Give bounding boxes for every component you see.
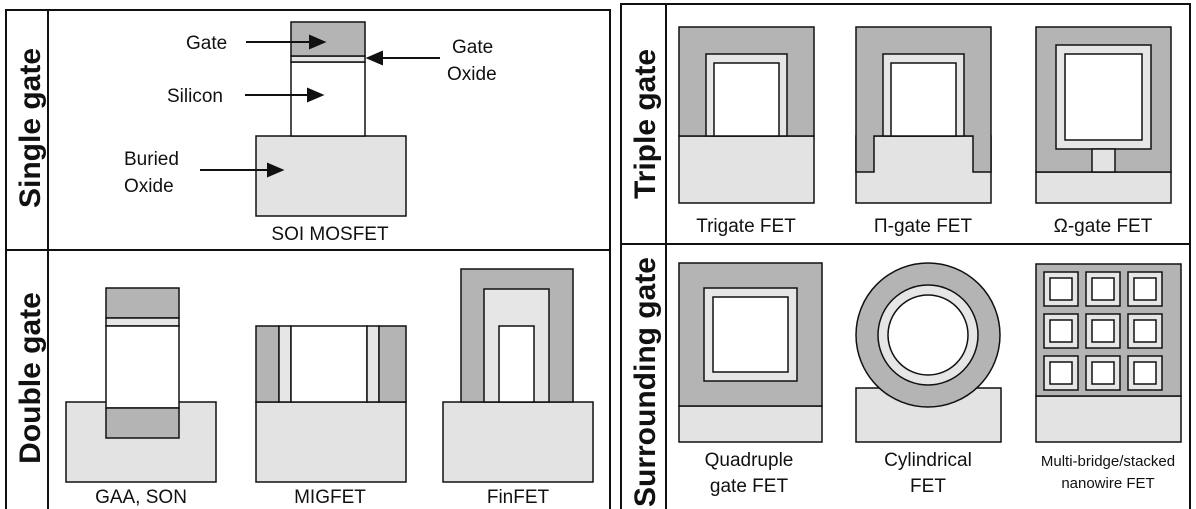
quadruple-gate-fet-structure (678, 262, 823, 443)
finfet-substrate (442, 401, 594, 483)
trigate-substrate (678, 135, 815, 204)
left-panel-border (5, 9, 611, 509)
silicon-arrowhead (307, 87, 325, 103)
migfet-caption: MIGFET (294, 487, 366, 508)
gate-oxide-label-line2: Oxide (447, 64, 497, 85)
migfet-right-gate (378, 325, 407, 403)
cylindrical-caption-line1: Cylindrical (884, 450, 972, 471)
right-panel-border (620, 3, 1191, 509)
right-panel (620, 3, 1191, 509)
silicon-label: Silicon (167, 86, 223, 107)
nanowire-substrate (1035, 395, 1182, 443)
gaa-bottom-gate (105, 407, 180, 439)
gate-label: Gate (186, 33, 227, 54)
gaa-top-oxide (105, 317, 180, 327)
migfet-silicon (290, 325, 368, 403)
nanowire-caption-line2: nanowire FET (1061, 475, 1154, 492)
nanowire-silicon-1-0 (1049, 319, 1073, 343)
pi-gate-substrate (855, 135, 992, 204)
nanowire-silicon-0-1 (1091, 277, 1115, 301)
nanowire-silicon-0-0 (1049, 277, 1073, 301)
gaa-top-gate (105, 287, 180, 319)
quadruple-caption-line1: Quadruple (705, 450, 794, 471)
buried-oxide-block (255, 135, 407, 217)
gate-block (290, 21, 366, 57)
finfet-structure (442, 268, 594, 483)
nanowire-grid (1043, 271, 1163, 391)
omega-gate-neck (1091, 148, 1116, 173)
gate-oxide-arrowhead (365, 50, 383, 66)
gate-arrowhead (309, 34, 327, 50)
quadruple-substrate (678, 405, 823, 443)
trigate-fet-caption: Trigate FET (696, 216, 796, 237)
cylindrical-caption-line2: FET (910, 476, 946, 497)
surrounding-gate-side-label: Surrounding gate (629, 257, 662, 507)
nanowire-silicon-2-2 (1133, 361, 1157, 385)
cylindrical-silicon (887, 294, 969, 376)
gaa-son-caption: GAA, SON (95, 487, 187, 508)
silicon-body (290, 61, 366, 137)
buried-oxide-label-line2: Oxide (124, 176, 174, 197)
migfet-right-oxide (366, 325, 380, 403)
gate-oxide-layer (290, 55, 366, 63)
buried-oxide-label-line1: Buried (124, 149, 179, 170)
nanowire-silicon-0-2 (1133, 277, 1157, 301)
quadruple-caption-line2: gate FET (710, 476, 789, 497)
double-gate-side-label: Double gate (14, 292, 47, 464)
nanowire-silicon-2-0 (1049, 361, 1073, 385)
migfet-structure (255, 325, 407, 483)
soi-mosfet-structure (255, 21, 407, 217)
omega-gate-silicon (1064, 53, 1143, 141)
triple-gate-side-label: Triple gate (629, 49, 662, 199)
soi-labels: Gate Gate Oxide Silicon Buried Oxide SOI… (124, 33, 497, 245)
migfet-substrate (255, 401, 407, 483)
left-panel (5, 9, 611, 509)
trigate-silicon (713, 62, 780, 137)
migfet-left-gate (255, 325, 280, 403)
gaa-son-structure (65, 287, 217, 483)
soi-arrows (200, 34, 440, 178)
trigate-fet-structure (678, 26, 815, 204)
migfet-left-oxide (278, 325, 292, 403)
omega-gate-substrate (1035, 171, 1172, 204)
omega-gate-fet-structure (1035, 26, 1172, 204)
quadruple-silicon (712, 296, 789, 373)
nanowire-silicon-2-1 (1091, 361, 1115, 385)
single-gate-side-label: Single gate (14, 48, 47, 208)
finfet-fin (498, 325, 535, 403)
gaa-silicon (105, 325, 180, 409)
cylindrical-fet-structure (855, 262, 1002, 443)
nanowire-silicon-1-2 (1133, 319, 1157, 343)
buried-oxide-arrowhead (267, 162, 285, 178)
pi-gate-silicon (890, 62, 957, 137)
nanowire-silicon-1-1 (1091, 319, 1115, 343)
pi-gate-fet-structure (855, 26, 992, 204)
nanowire-caption-line1: Multi-bridge/stacked (1041, 453, 1175, 470)
gate-oxide-label-line1: Gate (452, 37, 493, 58)
finfet-caption: FinFET (487, 487, 550, 508)
pi-gate-fet-caption: Π-gate FET (874, 216, 973, 237)
soi-mosfet-caption: SOI MOSFET (271, 224, 389, 245)
omega-gate-fet-caption: Ω-gate FET (1054, 216, 1153, 237)
